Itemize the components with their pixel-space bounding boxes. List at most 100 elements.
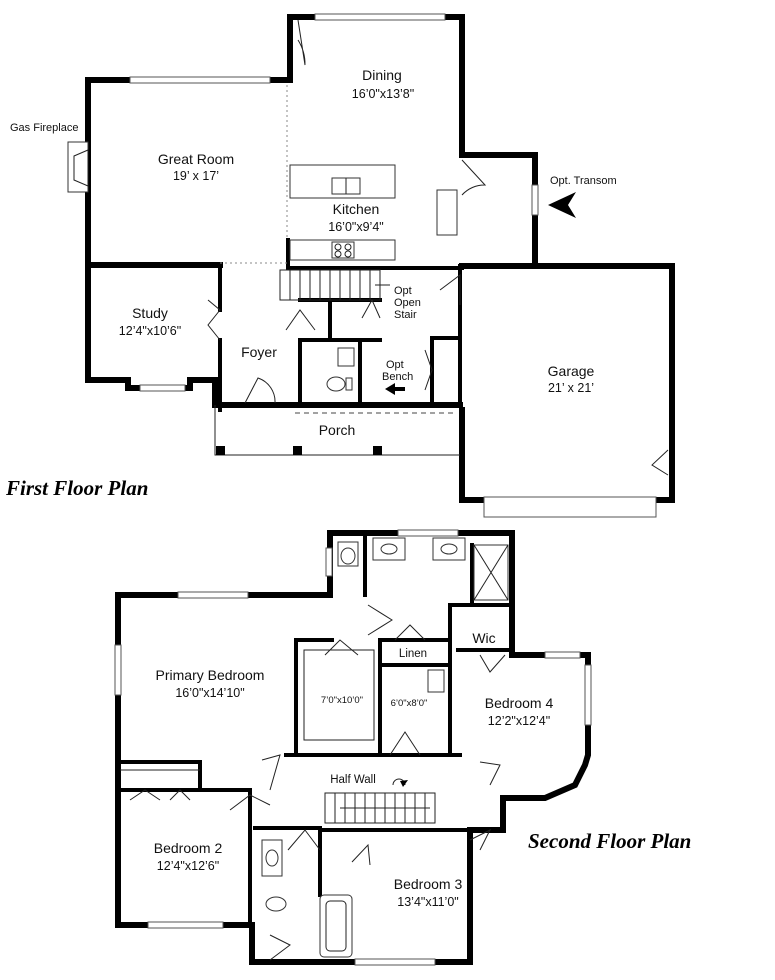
garage-dimensions: 21’ x 21’: [548, 381, 594, 395]
first-floor-stair: [279, 269, 381, 301]
transom-window: [531, 184, 539, 216]
great-room-label: Great Room: [158, 151, 234, 167]
dining-door-swing: [297, 19, 306, 66]
bedroom2-dimensions: 12’4"x12’6": [157, 859, 219, 873]
laundry-door-swing: [389, 731, 421, 756]
primary-side-window: [114, 644, 122, 696]
gas-fireplace-note: Gas Fireplace: [10, 122, 78, 134]
great-room-dimensions: 19’ x 17’: [173, 169, 219, 183]
bedroom4-door-swing: [479, 761, 501, 786]
transom-arrow-icon: [548, 192, 576, 218]
front-door-swing: [244, 377, 276, 404]
garage-side-door: [651, 449, 669, 476]
closet-door-swing: [361, 298, 381, 319]
first-floor-title: First Floor Plan: [5, 476, 148, 500]
study-window: [139, 384, 186, 392]
cooktop-icon: [331, 241, 355, 259]
exterior-wall-west: [115, 592, 333, 965]
bench-closet-door: [424, 349, 433, 391]
closet-dimensions: 7’0"x10’0": [321, 695, 363, 706]
bench-arrow-icon: [385, 383, 405, 395]
porch-post: [373, 446, 382, 455]
second-floor-stair: [324, 792, 436, 824]
closet-shelf-outline: [303, 649, 375, 741]
bedroom4-dimensions: 12’2"x12’4": [488, 714, 550, 728]
pantry-shelf: [436, 189, 458, 236]
bedroom4-side-window: [584, 664, 592, 726]
powder-toilet-icon: [326, 376, 346, 392]
garage-label: Garage: [548, 363, 595, 379]
bedroom3-dimensions: 13’4"x11’0": [397, 895, 458, 909]
bath-door-swing: [367, 604, 393, 636]
bathtub-icon: [319, 894, 353, 958]
sink-basin: [265, 849, 279, 867]
bedroom4-window: [544, 651, 581, 659]
sink-basin: [380, 543, 398, 555]
opt-open-stair-note-line3: Stair: [394, 309, 417, 321]
closet-door-swing: [169, 789, 191, 801]
dining-dimensions: 16’0"x13’8": [352, 87, 414, 101]
hall-toilet-icon: [265, 896, 287, 912]
opt-bench-note-line2: Bench: [382, 371, 413, 383]
linen-door: [269, 934, 291, 961]
arrow-head-icon: [400, 780, 408, 787]
closet-door-swing: [129, 789, 161, 801]
bedroom3-label: Bedroom 3: [394, 876, 463, 892]
exterior-wall-north-bath: [249, 530, 591, 965]
toilet-bowl: [340, 547, 356, 565]
sink-basin: [440, 543, 458, 555]
study-dimensions: 12’4"x10’6": [119, 324, 181, 338]
bedroom3-door-swing: [351, 843, 371, 866]
kitchen-label: Kitchen: [333, 201, 380, 217]
burner-icon: [344, 243, 352, 251]
primary-bedroom-dimensions: 16’0"x14’10": [175, 686, 244, 700]
burner-icon: [344, 250, 352, 258]
bedroom3-closet-door: [469, 828, 492, 851]
primary-bedroom-label: Primary Bedroom: [156, 667, 265, 683]
powder-sink-icon: [337, 347, 355, 367]
closet-door-swing: [324, 639, 359, 656]
garage-door: [483, 496, 657, 518]
kitchen-island: [289, 164, 396, 199]
foyer-label: Foyer: [241, 344, 277, 360]
dining-label: Dining: [362, 67, 402, 83]
kitchen-dimensions: 16’0"x9’4": [328, 220, 383, 234]
bath-side-window: [325, 547, 333, 577]
toilet-tank: [345, 377, 353, 391]
second-floor-title: Second Floor Plan: [528, 829, 691, 853]
fireplace-firebox: [73, 149, 89, 187]
study-double-door: [207, 299, 221, 341]
tub-inner: [325, 900, 347, 952]
opt-bench-note-line1: Opt: [386, 359, 404, 371]
linen-door-swing: [394, 624, 426, 641]
porch-label: Porch: [319, 422, 356, 438]
opt-open-stair-note-line1: Opt: [394, 285, 412, 297]
bedroom2-window: [147, 921, 224, 929]
half-wall-label: Half Wall: [330, 774, 376, 786]
hall-bath-door-swing: [287, 829, 321, 851]
second-floor-plan: Primary Bedroom 16’0"x14’10" 7’0"x10’0" …: [114, 529, 691, 966]
primary-window: [177, 591, 249, 599]
burner-icon: [334, 250, 342, 258]
bedroom4-label: Bedroom 4: [485, 695, 554, 711]
primary-door-swing: [261, 754, 281, 791]
opt-transom-note: Opt. Transom: [550, 175, 617, 187]
laundry-sink-icon: [427, 669, 445, 693]
study-label: Study: [132, 305, 168, 321]
shower-diagonal: [473, 544, 509, 601]
bedroom2-label: Bedroom 2: [154, 840, 223, 856]
burner-icon: [334, 243, 342, 251]
dining-window: [314, 13, 446, 21]
first-floor-plan: Dining 16’0"x13’8" Great Room 19’ x 17’ …: [5, 13, 675, 518]
porch-post: [216, 446, 225, 455]
bedroom2-door-swing: [229, 794, 271, 811]
wic-door-swing: [479, 654, 506, 673]
bath-window: [397, 529, 459, 537]
bedroom3-window: [354, 958, 436, 966]
wic-label: Wic: [472, 630, 495, 646]
porch-post: [293, 446, 302, 455]
laundry-dimensions: 6’0"x8’0": [391, 698, 428, 709]
side-door-swing: [461, 159, 487, 196]
linen-label: Linen: [399, 648, 427, 660]
